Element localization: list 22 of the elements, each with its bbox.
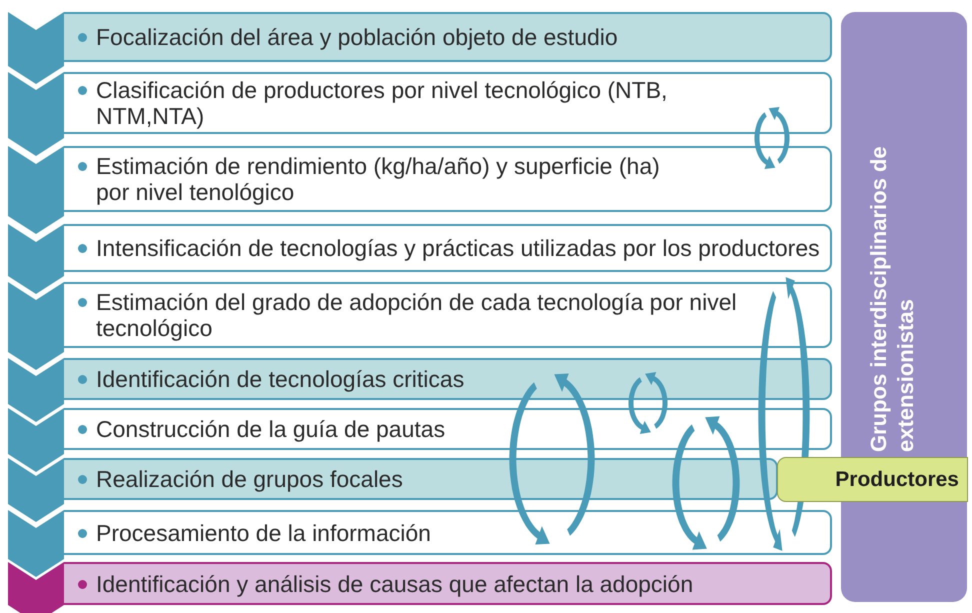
step-label: Construcción de la guía de pautas [96, 416, 446, 442]
step-box [64, 358, 832, 400]
step-box [64, 12, 832, 62]
step-box [64, 282, 832, 348]
step-label: Clasificación de productores por nivel tecnológico (NTB, NTM,NTA) [96, 77, 668, 129]
step-box [64, 562, 832, 605]
step-label: Identificación y análisis de causas que afectan la adopción [96, 570, 694, 596]
step-label: Identificación de tecnologías criticas [96, 366, 464, 392]
step-box [64, 224, 832, 272]
step-label: Intensificación de tecnologías y prácticas utilizadas por los productores [96, 235, 820, 261]
step-label: Procesamiento de la información [96, 520, 431, 546]
step-box [64, 458, 778, 500]
step-label: Focalización del área y población objeto de estudio [96, 24, 618, 50]
step-box [64, 146, 832, 212]
step-label: Realización de grupos focales [96, 466, 403, 492]
step-box [64, 510, 832, 555]
step-label: Estimación del grado de adopción de cada tecnología por nivel tecnológico [96, 289, 738, 341]
step-box [64, 408, 832, 450]
tag-label: Productores [777, 457, 968, 502]
step-label: Estimación de rendimiento (kg/ha/año) y superficie (ha) por nivel tenológico [96, 153, 661, 205]
step-box [64, 72, 832, 134]
band-label: Grupos interdisciplinarios de extensionistas [865, 145, 919, 452]
